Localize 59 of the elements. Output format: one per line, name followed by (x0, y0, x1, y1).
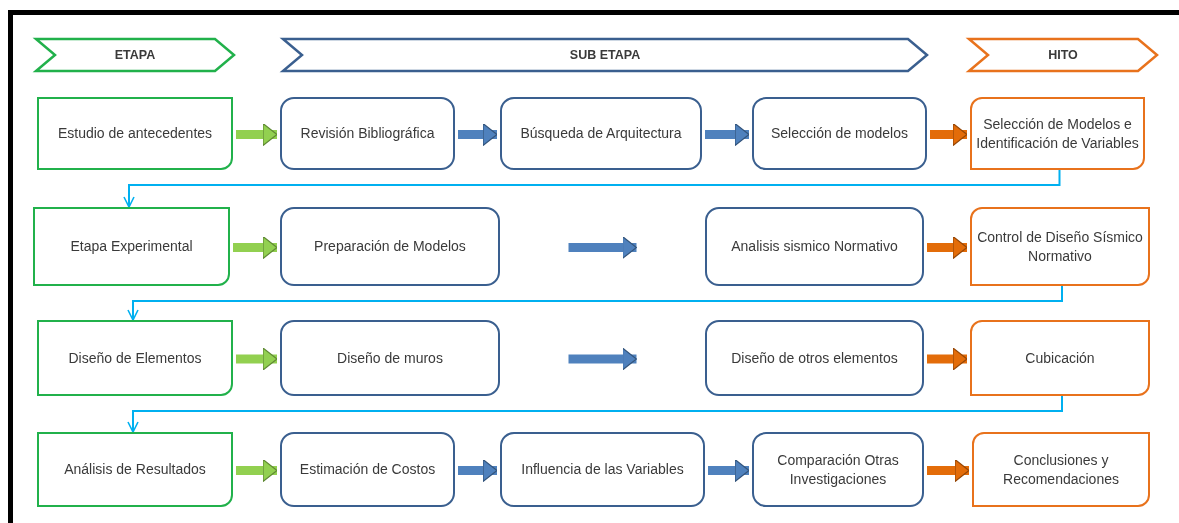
process-box (280, 320, 500, 396)
block-arrow (236, 122, 278, 147)
box-label: Comparación Otras Investigaciones (776, 450, 900, 489)
box-label: Revisión Bibliográfica (300, 124, 435, 143)
box-label: Cubicación (1025, 348, 1095, 368)
process-box (970, 207, 1150, 286)
block-arrow (930, 122, 968, 147)
process-box (705, 320, 924, 396)
block-arrow (233, 235, 278, 260)
box-label: Selección de Modelos e Identificación de Variables (975, 114, 1140, 153)
process-box (37, 320, 233, 396)
box-label: Análisis de Resultados (64, 460, 206, 479)
block-arrow (568, 235, 638, 260)
process-box (500, 97, 702, 170)
box-label: Control de Diseño Sísmico Normativo (976, 227, 1144, 266)
process-box (972, 432, 1150, 507)
block-arrow (458, 122, 498, 147)
box-label: Analisis sismico Normativo (731, 237, 898, 256)
connector-arrow (123, 169, 1061, 208)
band-label: HITO (1048, 46, 1078, 64)
process-box (280, 432, 455, 507)
block-arrow (568, 347, 638, 371)
process-box (33, 207, 230, 286)
connector-arrow (127, 395, 1063, 433)
process-box (280, 97, 455, 170)
process-box (970, 320, 1150, 396)
block-arrow (927, 235, 968, 260)
chevron-band (968, 38, 1158, 72)
box-label: Influencia de las Variables (521, 460, 684, 479)
box-label: Estudio de antecedentes (57, 124, 213, 143)
band-label: ETAPA (114, 46, 156, 64)
band-label: SUB ETAPA (569, 46, 641, 64)
process-box (752, 432, 924, 507)
process-box (970, 97, 1145, 170)
process-box (752, 97, 927, 170)
box-label: Búsqueda de Arquitectura (520, 124, 682, 143)
process-box (280, 207, 500, 286)
process-box (500, 432, 705, 507)
box-label: Etapa Experimental (70, 237, 193, 256)
box-label: Diseño de otros elementos (731, 348, 898, 368)
chevron-band (282, 38, 928, 72)
connector-arrow (127, 285, 1063, 321)
block-arrow (927, 458, 970, 483)
box-label: Diseño de Elementos (68, 348, 202, 368)
block-arrow (236, 347, 278, 371)
box-label: Estimación de Costos (299, 460, 436, 479)
process-box (37, 97, 233, 170)
box-label: Preparación de Modelos (314, 237, 466, 256)
box-label: Diseño de muros (337, 348, 443, 368)
block-arrow (927, 347, 968, 371)
process-box (705, 207, 924, 286)
box-label: Conclusiones y Recomendaciones (1002, 450, 1120, 489)
process-box (37, 432, 233, 507)
block-arrow (708, 458, 750, 483)
box-label: Selección de modelos (771, 124, 908, 143)
block-arrow (236, 458, 278, 483)
block-arrow (458, 458, 498, 483)
block-arrow (705, 122, 750, 147)
chevron-band (35, 38, 235, 72)
